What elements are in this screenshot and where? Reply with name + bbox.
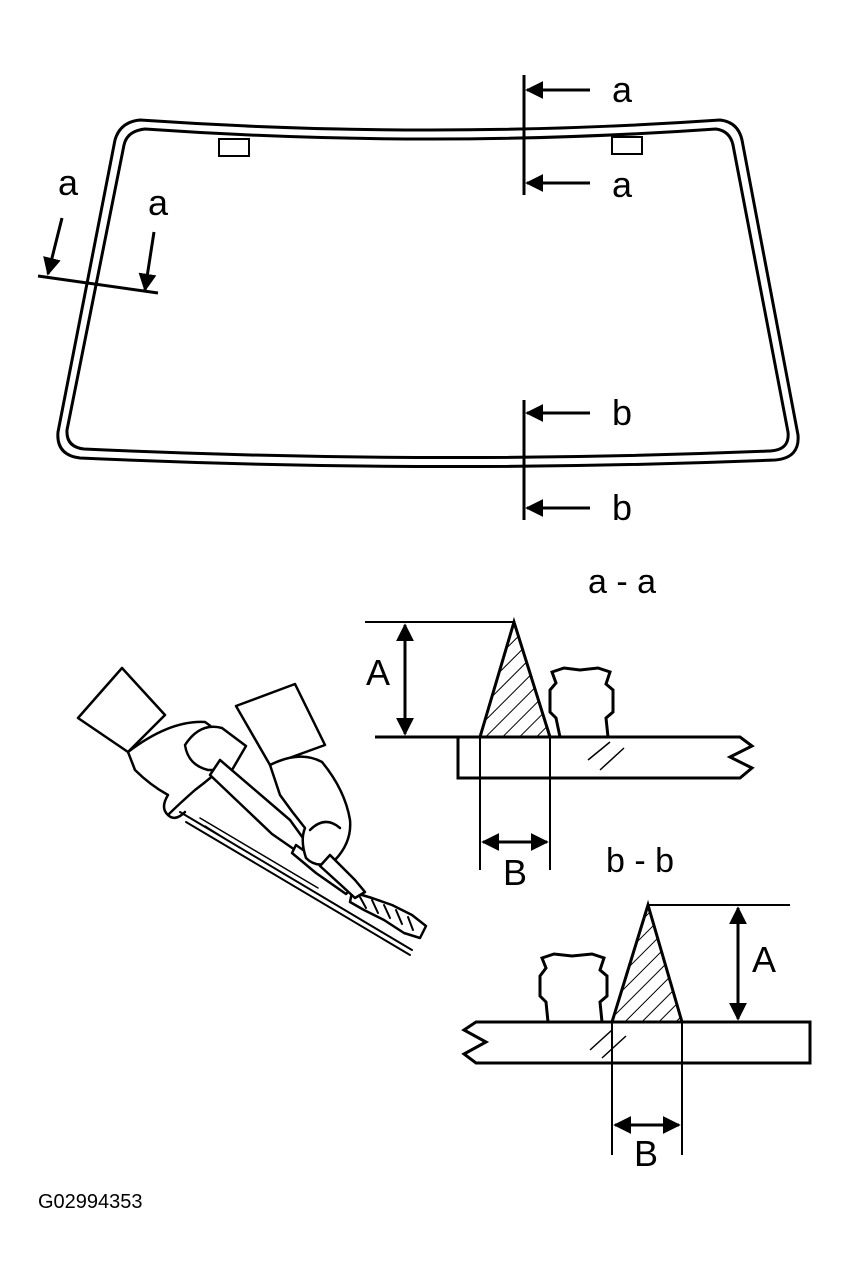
label-a-left-1: a (58, 162, 79, 203)
detail-aa-cross-section (365, 616, 755, 870)
detail-aa-title: a - a (588, 563, 656, 601)
detail-aa-width-label: B (503, 852, 527, 893)
detail-aa-height-label: A (366, 652, 390, 693)
label-b-bottom-2: b (612, 487, 632, 528)
detail-bb-height-label: A (752, 939, 776, 980)
detail-bb-title: b - b (606, 842, 674, 880)
label-a-top-2: a (612, 164, 633, 205)
windshield-clip-left (218, 138, 250, 157)
section-line-a-top (522, 75, 590, 195)
section-line-a-left (37, 217, 159, 295)
section-line-b-bottom (522, 400, 590, 520)
label-a-left-2: a (148, 182, 169, 223)
hands-applying-adhesive-illustration (76, 666, 428, 956)
detail-bb-cross-section (461, 899, 812, 1155)
label-b-bottom-1: b (612, 392, 632, 433)
windshield-outline (56, 118, 800, 469)
figure-id: G02994353 (38, 1191, 143, 1213)
windshield-clip-right (611, 136, 643, 155)
detail-bb-width-label: B (634, 1133, 658, 1174)
label-a-top-1: a (612, 69, 633, 110)
